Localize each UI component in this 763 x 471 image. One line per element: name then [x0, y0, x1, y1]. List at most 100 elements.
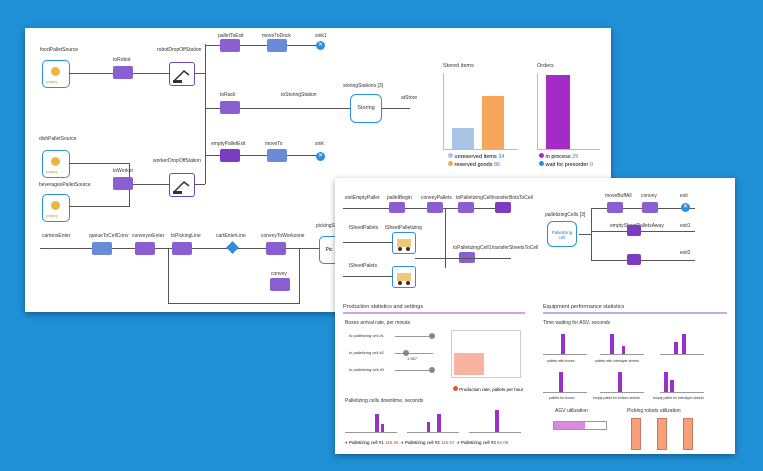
slider-thumb[interactable] [429, 367, 435, 373]
label-convey-pallets: conveyPallets [421, 195, 452, 201]
robot-icon [397, 273, 411, 285]
storing-station[interactable]: Storing [350, 94, 382, 123]
label-sheet-palletizing: lSheetPalletizing [385, 225, 422, 231]
label-move-to-dock: moveToDock [262, 33, 291, 39]
sink-icon[interactable]: ✕ [316, 152, 325, 161]
convey-loop-conveyor[interactable] [270, 278, 290, 291]
conveyor-enter[interactable] [135, 242, 155, 255]
slider-thumb[interactable] [429, 333, 435, 339]
palletizing-window: exitEmptyPallet palletBegin conveyPallet… [335, 178, 735, 454]
label-empty-pallet-exit: emptyPalletExit [211, 141, 246, 147]
connector [382, 108, 410, 109]
label-sheet-palets: lSheetPalets [349, 263, 378, 269]
hist-label: empty pallet for bottom sheets [593, 396, 640, 400]
connector [343, 276, 393, 277]
orders-title: Orders [537, 63, 554, 69]
downtime-hist-3 [469, 408, 521, 433]
stored-items-chart [443, 73, 518, 150]
pallet-icon [51, 157, 60, 166]
palletizing-cell[interactable]: Palletizing cell [547, 221, 577, 247]
convey-to-workzone-conveyor[interactable] [266, 242, 286, 255]
to-picking-line-conveyor[interactable] [172, 242, 192, 255]
robot-util-bar-3 [683, 418, 693, 450]
empty-sheet-away-block[interactable] [627, 225, 641, 236]
robot-util-bar-2 [657, 418, 667, 450]
label-convey-to-workzone: conveyToWorkzone [261, 233, 305, 239]
robots-utilization-title: Picking robots utilization [627, 408, 681, 414]
label-pallet-to-exit: palletToExit [218, 33, 244, 39]
pallet-to-exit-conveyor[interactable] [220, 39, 240, 52]
bar-reserved-goods [482, 96, 504, 149]
connector [205, 155, 320, 156]
label-exit-empty-pallet: exitEmptyPallet [345, 195, 380, 201]
robot-arm-icon [173, 69, 190, 83]
queue-to-cell-conveyor[interactable] [92, 242, 112, 255]
connector [69, 206, 129, 207]
slider-thumb[interactable] [403, 350, 409, 356]
dish-pallet-source[interactable]: pinging [42, 150, 70, 178]
stored-items-legend: unreserved items 34 reserved goods 86 [448, 153, 504, 169]
label-transfer-bots: transferBotsToCell [492, 195, 533, 201]
robot-util-bar-1 [631, 418, 641, 450]
connector [195, 73, 205, 74]
label-worker-dropoff: workerDropOffStation [153, 158, 201, 164]
hist-label: pallets for boxes [549, 396, 575, 400]
transfer-bots-block[interactable] [495, 202, 511, 213]
label-beverages-pallet-source: beveragesPalletSource [39, 182, 91, 188]
label-exit: exit [680, 193, 688, 199]
food-pallet-source[interactable]: pinging [42, 60, 70, 88]
hist-pallets-with-boxes [543, 330, 587, 355]
agv-utilization-title: AGV utilization [555, 408, 588, 414]
label-exit2: exit2 [680, 250, 691, 256]
empty-pallet-exit-conveyor[interactable] [220, 149, 240, 162]
move-to-dock-conveyor[interactable] [267, 39, 287, 52]
label-convey: convey [271, 271, 287, 277]
production-rate-area [454, 353, 484, 375]
connector [205, 45, 320, 46]
robot-dropoff-station[interactable] [169, 62, 195, 86]
to-worker-conveyor[interactable] [113, 177, 133, 190]
robot-arm-icon [173, 180, 190, 194]
to-robot-conveyor[interactable] [113, 66, 133, 79]
orders-chart [537, 73, 600, 150]
robot-icon [397, 239, 411, 251]
beverages-pallet-source[interactable]: pinging [42, 194, 70, 222]
bar-unreserved-items [452, 128, 474, 149]
to-rack-conveyor[interactable] [220, 101, 240, 114]
move-buff-all-block[interactable] [607, 202, 623, 213]
label-robot-dropoff: robotDropOffStation [157, 47, 202, 53]
convey-pallets-block[interactable] [427, 202, 443, 213]
enter-arrow-icon: → [45, 245, 52, 252]
label-to-worker: toWorker [113, 168, 134, 174]
legend-unreserved: unreserved items 34 [448, 153, 504, 161]
empty-sheet-away-block-2[interactable] [627, 254, 641, 265]
to-palletizing-cell1-block[interactable] [459, 252, 475, 263]
stored-items-title: Stored items [443, 63, 474, 69]
label-to-rack: toRack [220, 92, 236, 98]
label-cartons-enter: cartonsEnter [42, 233, 71, 239]
label-at-store: atStore [401, 95, 418, 101]
move-to-conveyor[interactable] [267, 149, 287, 162]
section-underline [343, 312, 525, 314]
pallet-icon [51, 67, 60, 76]
connector [343, 242, 393, 243]
sheet-palletizing-station[interactable] [392, 232, 416, 254]
sheet-palets-station[interactable] [392, 266, 416, 288]
convey-block[interactable] [642, 202, 658, 213]
connector [591, 231, 695, 232]
label-transfer-sheets: transferSheetsToCell [492, 245, 539, 251]
exit-sink-icon[interactable]: ✕ [681, 203, 690, 212]
to-palletizing-cell-block[interactable] [458, 202, 474, 213]
worker-dropoff-station[interactable] [169, 173, 195, 197]
hist-pallets-for-boxes [543, 368, 587, 393]
connector [205, 108, 315, 109]
legend-wait: wait for presorder 0 [539, 161, 593, 169]
pallet-begin-block[interactable] [389, 202, 405, 213]
label-palletizing-cells: palletizingCells [3] [545, 212, 586, 218]
hist-label: pallets with interlayer sheets [595, 359, 639, 363]
hist-label: empty pallet for interlayer sheets [653, 396, 704, 400]
flow-diagram-window: foodPalletSource pinging dishPalletSourc… [25, 28, 611, 312]
label-to-palletizing-cell: toPalletizingCell [456, 195, 492, 201]
sink1-icon[interactable]: ✕ [316, 41, 325, 50]
agv-utilization-bar [553, 421, 607, 430]
